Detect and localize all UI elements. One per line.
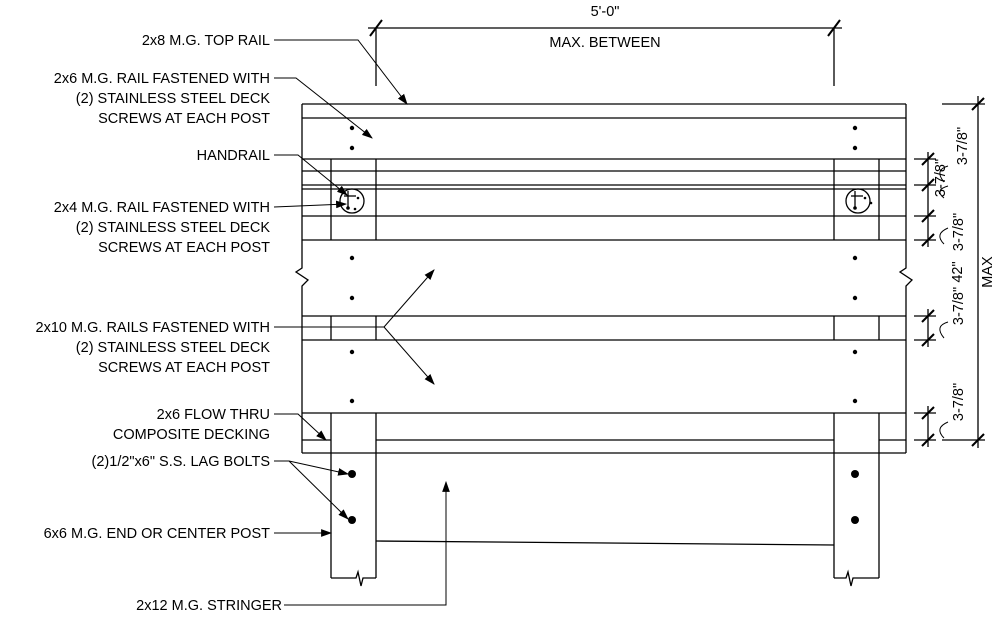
rail-2x10-upper [294,240,914,317]
label-stringer: 2x12 M.G. STRINGER [136,598,282,614]
post-upper-lines [330,159,880,340]
rail-gap-2 [301,216,907,241]
label-rails-2x10-line3: SCREWS AT EACH POST [98,360,270,376]
label-lag-bolts: (2)1/2"x6" S.S. LAG BOLTS [92,454,270,470]
label-rails-2x10-line2: (2) STAINLESS STEEL DECK [76,340,271,356]
label-handrail: HANDRAIL [197,148,270,164]
gap-dimension-text-4: 3-7/8" [951,287,967,325]
label-rail-2x4-line2: (2) STAINLESS STEEL DECK [76,220,271,236]
span-dimension: 5'-0" MAX. BETWEEN [368,4,842,86]
label-rail-2x4-line3: SCREWS AT EACH POST [98,240,270,256]
lag-bolts [348,470,859,524]
rail-gap-3 [301,316,907,341]
label-rail-2x4-line1: 2x4 M.G. RAIL FASTENED WITH [54,200,270,216]
label-decking-line2: COMPOSITE DECKING [113,427,270,443]
top-rail [301,103,907,119]
height-dimension-text: 42" [950,261,966,282]
post-left [330,413,377,587]
gap-dimension-text-2: 3-7/8" [933,159,949,197]
label-rail-2x6-line3: SCREWS AT EACH POST [98,111,270,127]
height-note-text: MAX [980,256,993,288]
handrail-right [845,188,873,214]
decking [301,413,907,454]
span-dimension-text: 5'-0" [591,4,620,20]
rail-2x4 [301,189,907,217]
post-right [833,413,880,587]
rail-2x6 [301,118,907,160]
callout-labels: 2x8 M.G. TOP RAIL 2x6 M.G. RAIL FASTENED… [36,33,282,614]
rail-gap-1 [301,159,907,172]
label-top-rail: 2x8 M.G. TOP RAIL [142,33,270,49]
rail-2x10-lower [301,340,907,414]
height-dimension: 42" MAX [942,96,993,448]
handrail-band [301,171,907,190]
stringer [375,540,835,546]
label-rails-2x10-line1: 2x10 M.G. RAILS FASTENED WITH [36,320,270,336]
label-post: 6x6 M.G. END OR CENTER POST [44,526,271,542]
label-rail-2x6-line2: (2) STAINLESS STEEL DECK [76,91,271,107]
gap-dimensions: 3-7/8" 3-7/8" 3-7/8" 3-7/8" 3-7/8" [914,127,971,447]
span-note-text: MAX. BETWEEN [549,35,660,51]
label-decking-line1: 2x6 FLOW THRU [157,407,270,423]
gap-dimension-text-1: 3-7/8" [955,127,971,165]
leader-lines [273,39,450,606]
deck-screws [349,125,858,404]
gap-dimension-text-5: 3-7/8" [951,383,967,421]
label-rail-2x6-line1: 2x6 M.G. RAIL FASTENED WITH [54,71,270,87]
gap-dimension-text-3: 3-7/8" [951,213,967,251]
